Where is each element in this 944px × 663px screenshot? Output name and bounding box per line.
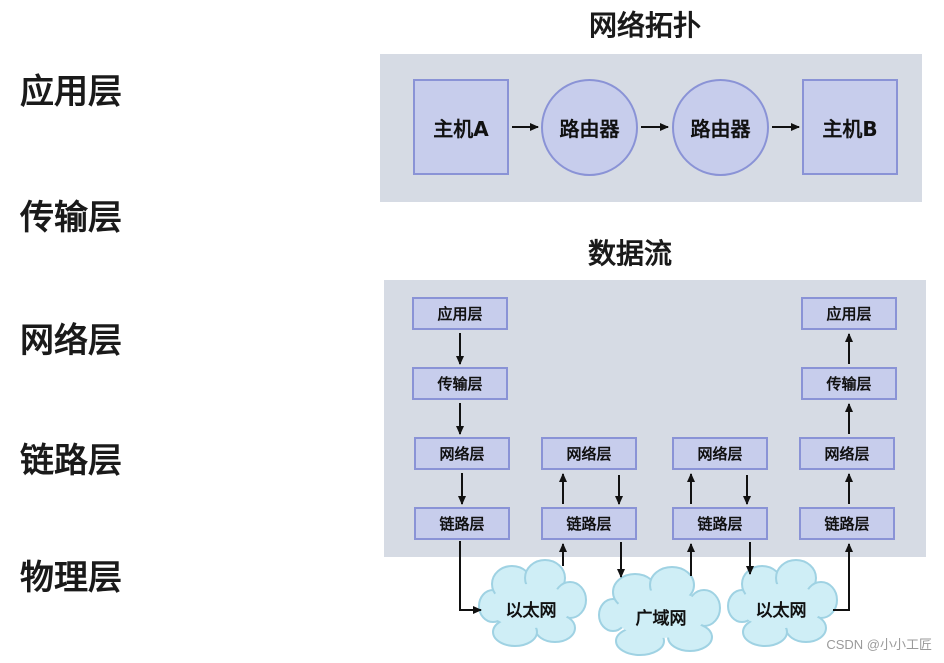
right-stack-link: 链路层 (799, 507, 895, 540)
dataflow-title: 数据流 (587, 237, 672, 270)
left-stack-network: 网络层 (414, 437, 510, 470)
cloud-ethernet-left (478, 559, 587, 647)
cloud-ethernet-right (727, 559, 838, 647)
watermark: CSDN @小小工匠 (826, 637, 932, 652)
cloud-label-wan: 广域网 (635, 609, 687, 629)
layer-label-transport: 传输层 (20, 198, 122, 238)
connector-ethernet-to-right-link (833, 543, 853, 611)
layer-label-link: 链路层 (20, 441, 122, 481)
layer-label-physical: 物理层 (20, 558, 122, 598)
router-2-node: 路由器 (672, 79, 769, 176)
left-stack-application: 应用层 (412, 297, 508, 330)
router2-stack-network: 网络层 (672, 437, 768, 470)
host-b-node: 主机B (802, 79, 898, 175)
cloud-label-ethernet-left: 以太网 (505, 601, 557, 621)
cloud-label-ethernet-right: 以太网 (755, 601, 807, 621)
right-stack-transport: 传输层 (801, 367, 897, 400)
left-stack-transport: 传输层 (412, 367, 508, 400)
router1-stack-network: 网络层 (541, 437, 637, 470)
layer-label-network: 网络层 (20, 321, 122, 361)
cloud-wan-center (598, 566, 721, 656)
left-stack-link: 链路层 (414, 507, 510, 540)
router1-stack-link: 链路层 (541, 507, 637, 540)
topology-title: 网络拓扑 (588, 9, 701, 42)
host-a-node: 主机A (413, 79, 509, 175)
layer-label-application: 应用层 (20, 72, 122, 112)
router2-stack-link: 链路层 (672, 507, 768, 540)
right-stack-application: 应用层 (801, 297, 897, 330)
router-1-node: 路由器 (541, 79, 638, 176)
right-stack-network: 网络层 (799, 437, 895, 470)
connector-left-link-to-ethernet (459, 541, 482, 614)
